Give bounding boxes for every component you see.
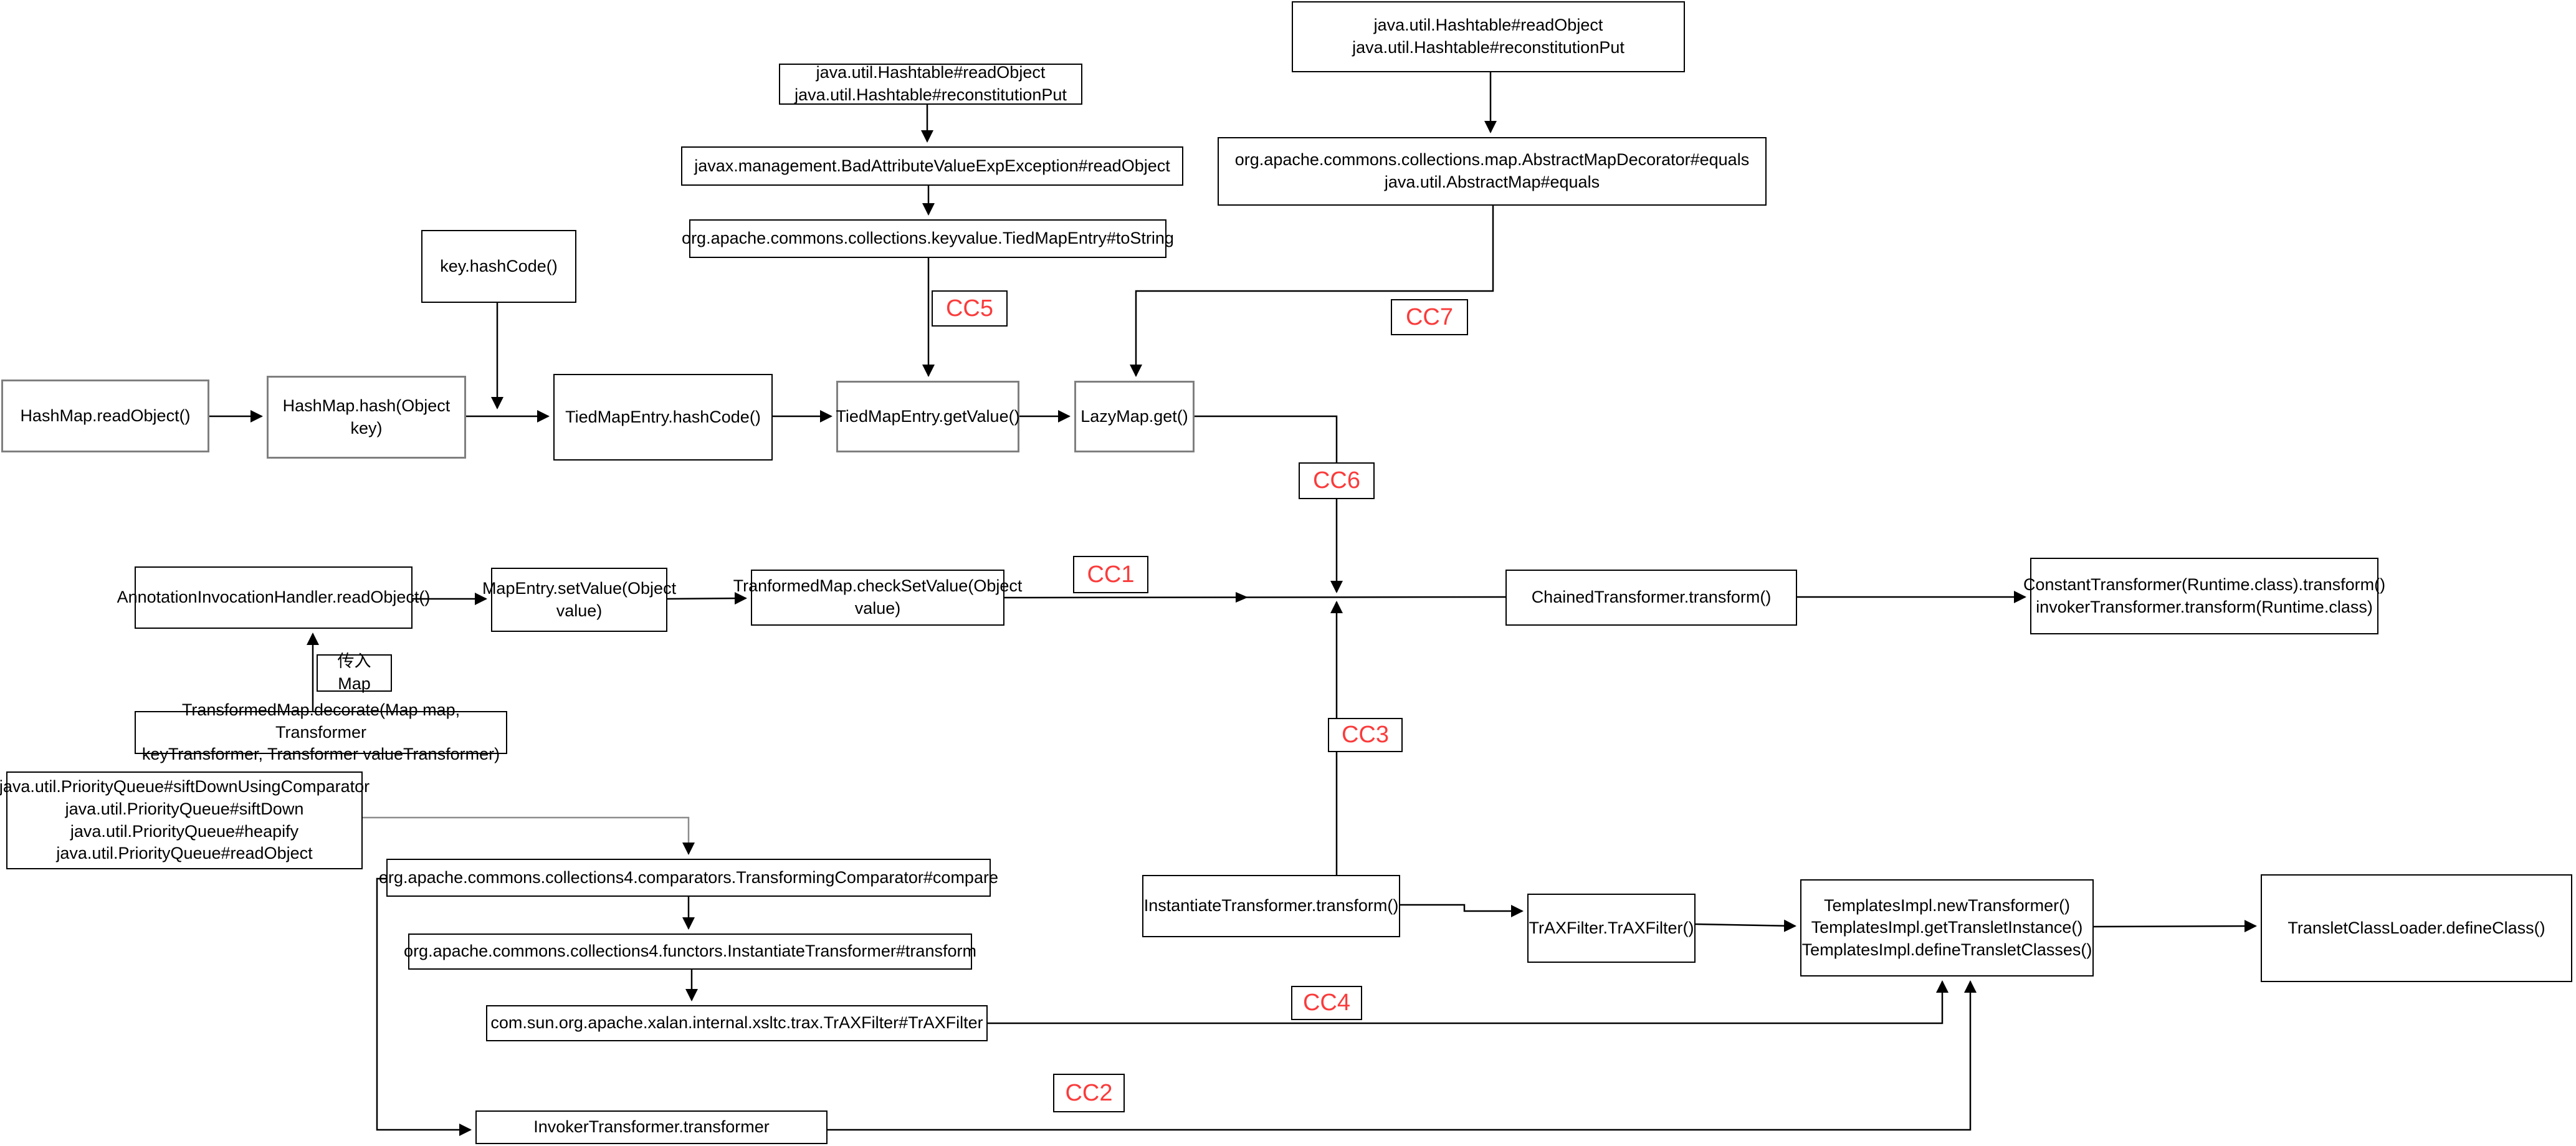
cc-label-cc6: CC6 (1299, 462, 1375, 499)
node-traxfilter-constructor: TrAXFilter.TrAXFilter() (1527, 894, 1696, 963)
node-mapentry-setvalue: MapEntry.setValue(Object value) (482, 568, 676, 632)
node-traxfilter-fq: com.sun.org.apache.xalan.internal.xsltc.… (486, 1005, 988, 1041)
node-tiedmapentry-hashcode: TiedMapEntry.hashCode() (553, 374, 773, 461)
node-abstractmapdecorator-equals: org.apache.commons.collections.map.Abstr… (1218, 137, 1767, 206)
node-annotationinvocationhandler-readobject: AnnotationInvocationHandler.readObject() (117, 566, 430, 629)
cc-label-cc2: CC2 (1053, 1074, 1125, 1112)
node-hashtable-readobject-top: java.util.Hashtable#readObject java.util… (1292, 1, 1685, 72)
connector-instantiate-to-traxfilter (1400, 904, 1524, 917)
node-chuanru-map: 传入Map (317, 652, 392, 693)
node-lazymap-get: LazyMap.get() (1074, 381, 1195, 452)
connector-templatesimpl-to-transletclassloader (2093, 920, 2257, 933)
node-constanttransformer-invokertransformer: ConstantTransformer(Runtime.class).trans… (2023, 558, 2385, 634)
node-tiedmapentry-tostring: org.apache.commons.collections.keyvalue.… (682, 219, 1174, 258)
node-badattributevalueexpexception-readobject: javax.management.BadAttributeValueExpExc… (681, 146, 1183, 186)
node-chainedtransformer-transform: ChainedTransformer.transform() (1505, 570, 1797, 626)
node-templatesimpl-methods: TemplatesImpl.newTransformer() Templates… (1800, 879, 2094, 976)
connector-traxfilter-to-templatesimpl (1695, 919, 1796, 932)
node-invokertransformer-transformer: InvokerTransformer.transformer (475, 1110, 828, 1144)
cc-label-cc3: CC3 (1328, 718, 1403, 752)
midline-arrowhead (1236, 592, 1248, 603)
node-transletclassloader-defineclass: TransletClassLoader.defineClass() (2261, 874, 2572, 982)
connector-lazymap-down-cc6 (1195, 415, 1343, 593)
node-transformedmap-decorate: TransformedMap.decorate(Map map, Transfo… (135, 700, 507, 763)
cc-label-cc7: CC7 (1391, 299, 1468, 335)
connector-priorityqueue-to-comparator (363, 816, 695, 855)
node-priorityqueue-readobject: java.util.PriorityQueue#siftDownUsingCom… (0, 771, 370, 869)
node-tiedmapentry-getvalue: TiedMapEntry.getValue() (836, 381, 1020, 452)
connector-checksetvalue-to-chained-cc1 (1004, 596, 1506, 599)
node-hashtable-readobject-left: java.util.Hashtable#readObject java.util… (779, 63, 1082, 105)
connector-traxfilter-fq-to-templatesimpl-cc4 (988, 980, 1949, 1024)
cc-label-cc5: CC5 (932, 290, 1008, 327)
connector-abstractmap-to-lazymap-cc7 (1130, 206, 1494, 377)
node-instantiatetransformer-transform-fq: org.apache.commons.collections4.functors… (404, 934, 976, 970)
node-hashmap-hash: HashMap.hash(Object key) (267, 376, 466, 459)
connector-invokertransformer-to-templatesimpl-cc2 (828, 980, 1977, 1131)
cc-label-cc1: CC1 (1073, 556, 1148, 593)
node-hashmap-readobject: HashMap.readObject() (1, 380, 209, 452)
node-tranformedmap-checksetvalue: TranformedMap.checkSetValue(Object value… (733, 570, 1022, 626)
connector-comparator-to-invokertransformer (376, 877, 472, 1136)
node-instantiatetransformer-transform: InstantiateTransformer.transform() (1142, 875, 1400, 937)
cc-label-cc4: CC4 (1291, 986, 1362, 1020)
node-key-hashcode: key.hashCode() (421, 230, 576, 303)
node-transformingcomparator-compare: org.apache.commons.collections4.comparat… (379, 859, 998, 897)
connector-setvalue-to-checksetvalue (667, 592, 747, 605)
